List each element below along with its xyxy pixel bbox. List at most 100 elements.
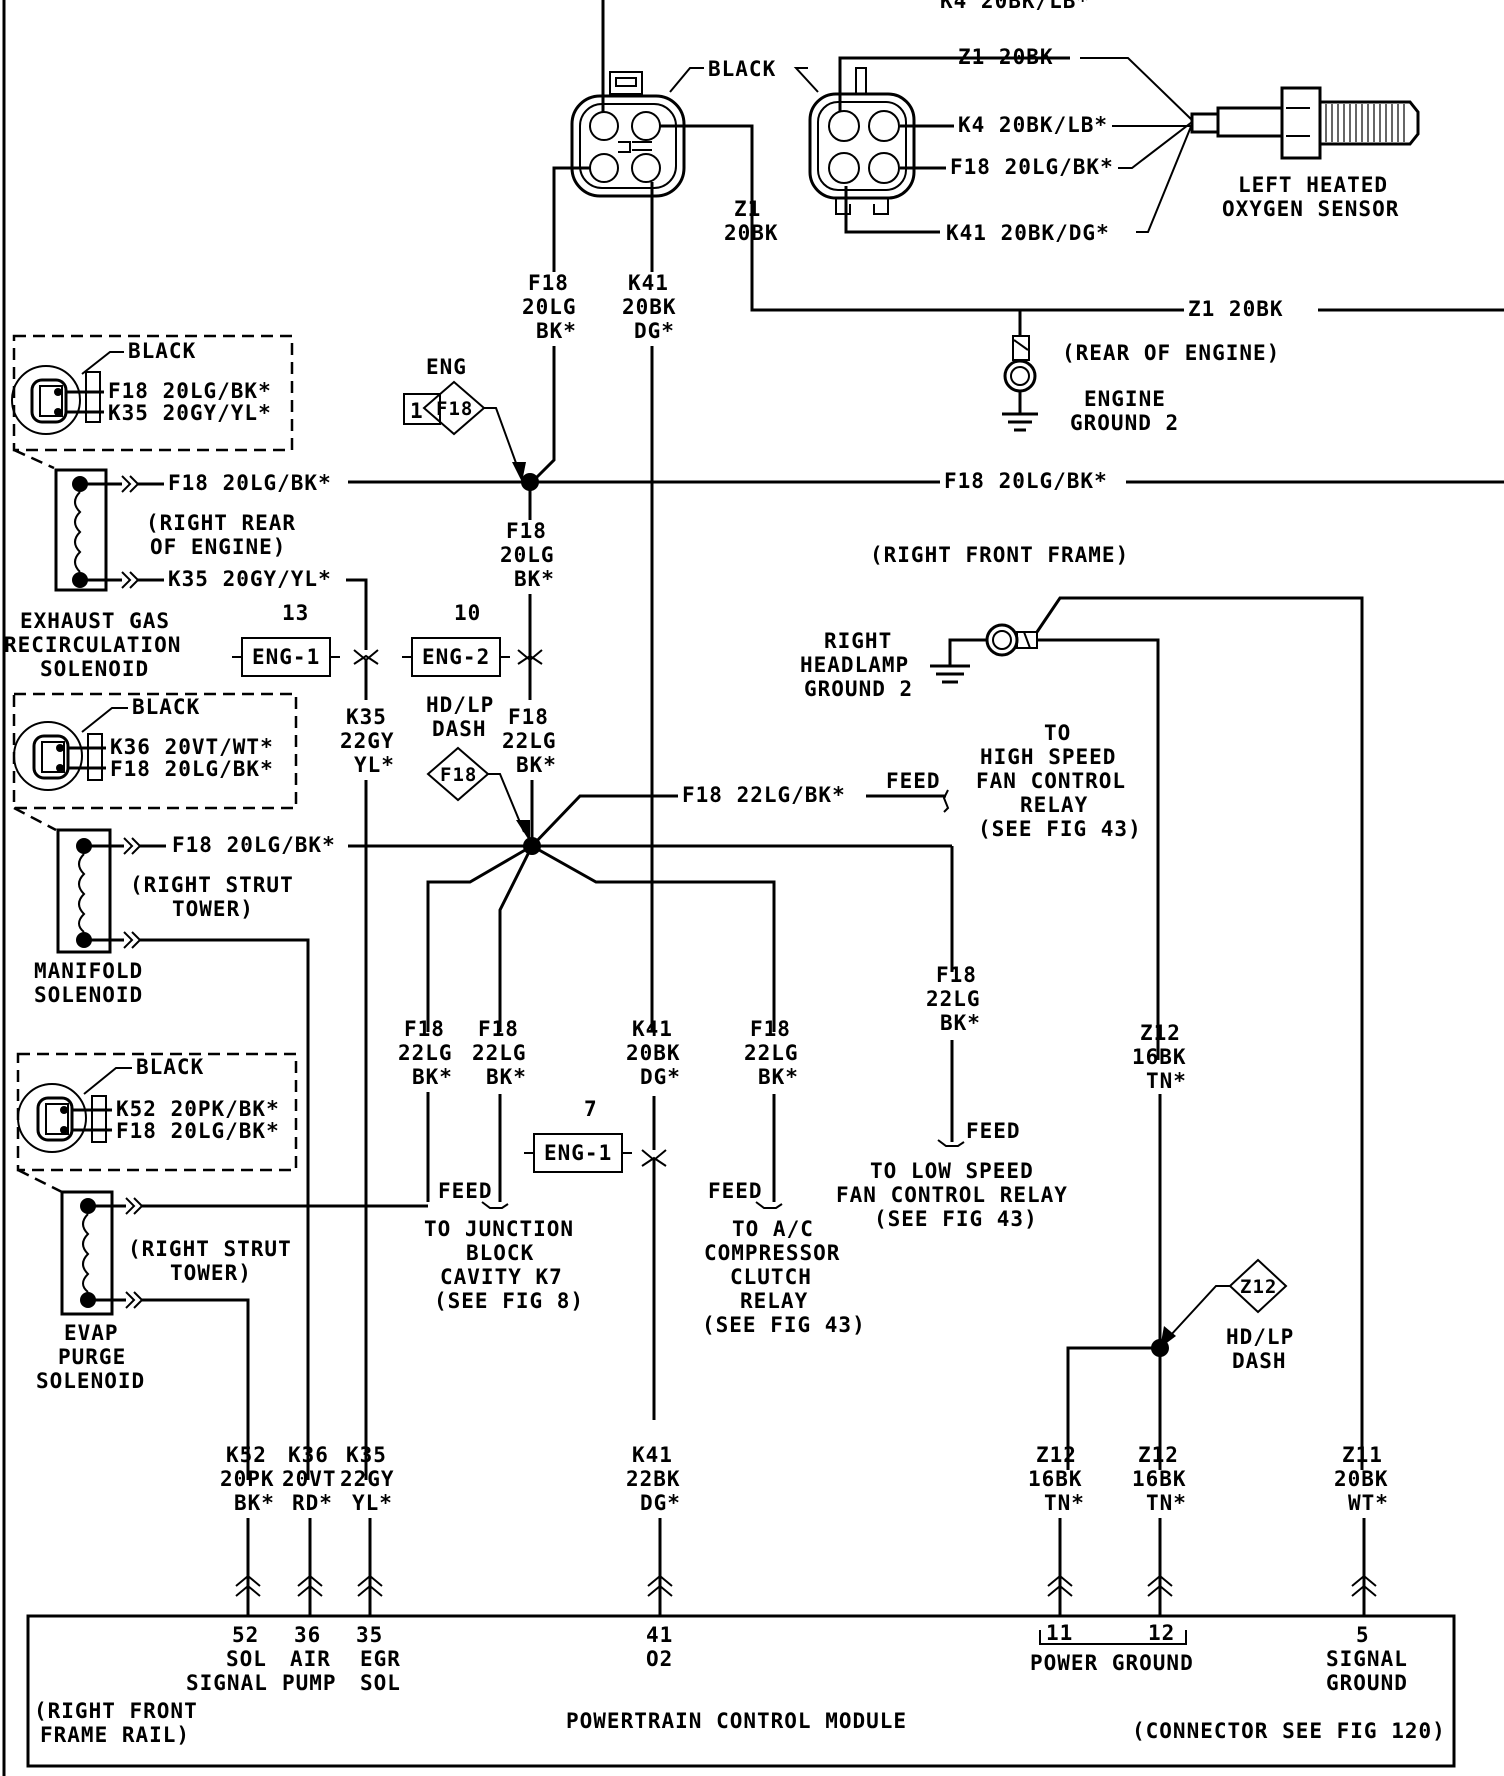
connector-right-4pin (808, 67, 916, 215)
lead-k41-sensor (1136, 123, 1193, 233)
wire-k41-o2 (844, 186, 940, 234)
splice-z12-label-1: HD/LP (1226, 1325, 1294, 1349)
manifold-connector-wire-1: K36 20VT/WT* (110, 735, 274, 759)
f18-vert-label-1: F18 (528, 271, 569, 295)
junction-text-4: (SEE FIG 8) (434, 1289, 584, 1313)
splice-eng-arrow (484, 407, 521, 475)
splice-eng-diamond-label: F18 (436, 398, 473, 420)
arrow-black-egr (81, 351, 124, 375)
wire-z12-branch-left (1066, 1346, 1160, 1470)
inline-connector-eng1b-label: ENG-1 (544, 1141, 612, 1165)
pcm-pin-41-desc: O2 (646, 1647, 673, 1671)
egr-connector-color: BLACK (128, 339, 196, 363)
f18-mid-label-2: 20LG (500, 543, 555, 567)
lowfan-feed: FEED (966, 1119, 1021, 1143)
egr-connector-callout (12, 334, 294, 452)
pcm-pin-11: 11 (1046, 1621, 1073, 1645)
branch-k41-label-1: K41 (632, 1017, 673, 1041)
connector-left-4pin (570, 71, 686, 198)
pcm-power-ground: POWER GROUND (1030, 1651, 1194, 1675)
callout-leader (13, 448, 55, 470)
pcm-wire-z12a-3: TN* (1044, 1491, 1085, 1515)
k41-vert-label-2: 20BK (622, 295, 677, 319)
branch-z12-label-3: TN* (1146, 1069, 1187, 1093)
pcm-pin-5-desc-1: SIGNAL (1326, 1647, 1408, 1671)
callout-leader (17, 1168, 63, 1194)
egr-name-2: RECIRCULATION (4, 633, 181, 657)
splice-z12-diamond-label: Z12 (1240, 1276, 1277, 1298)
splice-eng-box-num: 1 (410, 399, 424, 423)
high-speed-feed: FEED (886, 769, 941, 793)
wire-k36-long (140, 938, 310, 1480)
evap-name-1: EVAP (64, 1321, 119, 1345)
pcm-location-1: (RIGHT FRONT (34, 1699, 198, 1723)
junction-text-3: CAVITY K7 (440, 1265, 563, 1289)
manifold-location-2: TOWER) (172, 897, 254, 921)
arrow-black-2 (793, 67, 819, 93)
k35-mid-label-3: YL* (354, 753, 395, 777)
evap-connector-icon (17, 1083, 112, 1153)
branch-2-label-3: BK* (486, 1065, 527, 1089)
high-speed-text-3: FAN CONTROL (976, 769, 1126, 793)
branch-lowfan-label-1: F18 (936, 963, 977, 987)
f18-22-label-3: BK* (516, 753, 557, 777)
egr-connector-wire-1: F18 20LG/BK* (108, 379, 272, 403)
inline-connector-num-10: 10 (454, 601, 481, 625)
pcm-wire-z12b-1: Z12 (1138, 1443, 1179, 1467)
inline-connector-eng2-label: ENG-2 (422, 645, 490, 669)
evap-solenoid-icon (60, 1190, 144, 1316)
wire-z1-ground (660, 124, 1020, 312)
manifold-connector-wire-2: F18 20LG/BK* (110, 757, 274, 781)
feed-terminator-icon (481, 1201, 509, 1209)
pcm-pin-35: 35 (356, 1623, 383, 1647)
branch-z12-label-1: Z12 (1140, 1021, 1181, 1045)
evap-connector-color: BLACK (136, 1055, 204, 1079)
egr-location-1: (RIGHT REAR (146, 511, 296, 535)
pcm-name: POWERTRAIN CONTROL MODULE (566, 1709, 907, 1733)
manifold-name-1: MANIFOLD (34, 959, 143, 983)
arrow-black-evap (83, 1067, 132, 1095)
high-speed-fan-wire: F18 22LG/BK* (682, 783, 846, 807)
branch-k41-label-2: 20BK (626, 1041, 681, 1065)
splice-dash-arrow (488, 773, 525, 833)
wire-branch-1 (426, 844, 533, 1032)
ac-text-3: CLUTCH (730, 1265, 812, 1289)
wire-z11-vert (1035, 596, 1364, 1470)
manifold-solenoid-icon (56, 828, 142, 954)
splice-z12-label-2: DASH (1232, 1349, 1287, 1373)
junction-text-2: BLOCK (466, 1241, 534, 1265)
branch-1-label-2: 22LG (398, 1041, 453, 1065)
engine-ground-name-2: GROUND 2 (1070, 411, 1179, 435)
egr-connector-wire-2: K35 20GY/YL* (108, 401, 272, 425)
splice-z12-arrow (1169, 1285, 1230, 1337)
inline-connector-eng1-label: ENG-1 (252, 645, 320, 669)
pcm-pin-12: 12 (1148, 1621, 1175, 1645)
splice-dash-diamond (426, 746, 490, 802)
evap-connector-wire-2: F18 20LG/BK* (116, 1119, 280, 1143)
ac-text-2: COMPRESSOR (704, 1241, 840, 1265)
egr-solenoid-icon (54, 468, 140, 592)
o2-wire-f18: F18 20LG/BK* (950, 155, 1114, 179)
right-front-frame-label: (RIGHT FRONT FRAME) (870, 543, 1129, 567)
z1-horiz-label: Z1 20BK (1188, 297, 1284, 321)
pcm-pin-36-desc-1: AIR (290, 1647, 331, 1671)
high-speed-text-2: HIGH SPEED (980, 745, 1116, 769)
pcm-wire-z12a-2: 16BK (1028, 1467, 1083, 1491)
junction-text-1: TO JUNCTION (424, 1217, 574, 1241)
pcm-pin-35-desc-2: SOL (360, 1671, 401, 1695)
pcm-pin-52-desc-2: SIGNAL (186, 1671, 268, 1695)
pcm-pin-36: 36 (294, 1623, 321, 1647)
pcm-location-2: FRAME RAIL) (40, 1723, 190, 1747)
branch-1-label-1: F18 (404, 1017, 445, 1041)
wire-k35-down (346, 578, 368, 650)
f18-mid-label-1: F18 (506, 519, 547, 543)
branch-lowfan-label-2: 22LG (926, 987, 981, 1011)
wire-z12-vert (1037, 638, 1160, 1060)
k41-vert-label-3: DG* (634, 319, 675, 343)
evap-location-2: TOWER) (170, 1261, 252, 1285)
f18-22-label-1: F18 (508, 705, 549, 729)
headlamp-ground-1: RIGHT (824, 629, 892, 653)
pcm-wire-z12b-3: TN* (1146, 1491, 1187, 1515)
manifold-connector-icon (13, 721, 106, 791)
feed-terminator-icon (937, 1139, 965, 1147)
